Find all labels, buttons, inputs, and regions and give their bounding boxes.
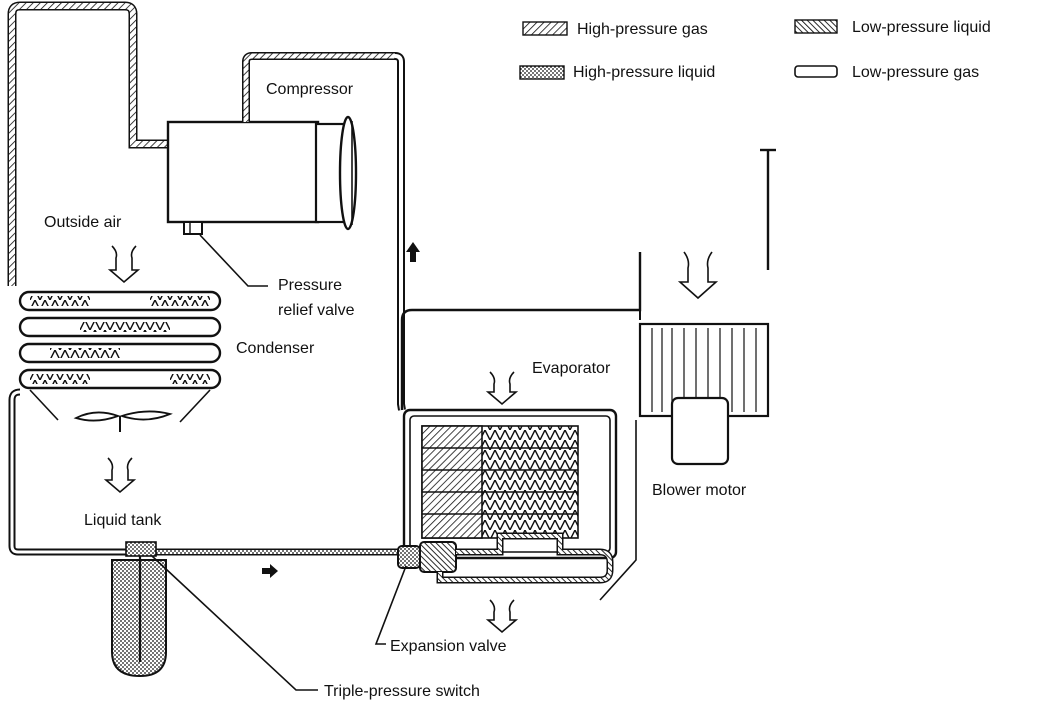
compressor-label: Compressor bbox=[266, 81, 354, 98]
pressure-relief-valve-label-1: Pressure bbox=[278, 277, 342, 294]
blower-motor-body bbox=[670, 396, 730, 466]
compressor-pulley bbox=[338, 115, 358, 231]
compressor bbox=[166, 115, 358, 235]
expansion-valve bbox=[397, 541, 457, 573]
evaporator bbox=[402, 408, 618, 560]
evaporator-label: Evaporator bbox=[532, 360, 611, 377]
blower-duct bbox=[599, 148, 776, 601]
pressure-relief-valve-label-2: relief valve bbox=[278, 302, 355, 319]
evaporator-air-arrow-in bbox=[485, 371, 519, 406]
pressure-relief-valve bbox=[183, 221, 203, 235]
blower-motor bbox=[638, 322, 770, 466]
condenser bbox=[18, 290, 222, 390]
flow-arrow-up bbox=[406, 242, 420, 262]
compressor-body bbox=[166, 120, 320, 224]
condenser-label: Condenser bbox=[236, 340, 315, 357]
legend-label-low-pressure-liquid: Low-pressure liquid bbox=[852, 19, 991, 36]
legend-swatch-low-pressure-gas bbox=[794, 65, 838, 78]
outside-air-label: Outside air bbox=[44, 214, 122, 231]
legend-label-low-pressure-gas: Low-pressure gas bbox=[852, 64, 979, 81]
high-pressure-gas-pipe-fill bbox=[9, 3, 170, 286]
expansion-valve-label: Expansion valve bbox=[390, 638, 507, 655]
outside-air-arrow bbox=[107, 245, 141, 284]
triple-pressure-switch-leader bbox=[151, 555, 318, 691]
legend-label-high-pressure-gas: High-pressure gas bbox=[577, 21, 708, 38]
liquid-tank bbox=[111, 541, 167, 678]
legend-swatch-high-pressure-gas bbox=[522, 21, 568, 36]
pressure-relief-valve-leader bbox=[199, 234, 268, 287]
high-pressure-liquid-line bbox=[8, 388, 400, 556]
flow-arrow-right bbox=[262, 564, 278, 578]
legend-swatch-high-pressure-liquid bbox=[519, 65, 565, 80]
condenser-air-arrow bbox=[103, 457, 137, 494]
condenser-fan bbox=[29, 389, 211, 432]
triple-pressure-switch-label: Triple-pressure switch bbox=[324, 683, 480, 700]
evaporator-air-arrow-out bbox=[485, 599, 519, 634]
legend-swatch-low-pressure-liquid bbox=[794, 19, 838, 34]
legend: High-pressure gas Low-pressure liquid Hi… bbox=[519, 19, 991, 81]
legend-label-high-pressure-liquid: High-pressure liquid bbox=[573, 64, 715, 81]
expansion-valve-leader bbox=[374, 565, 407, 645]
blower-air-arrow bbox=[677, 251, 719, 300]
blower-motor-label: Blower motor bbox=[652, 482, 747, 499]
liquid-tank-label: Liquid tank bbox=[84, 512, 162, 529]
